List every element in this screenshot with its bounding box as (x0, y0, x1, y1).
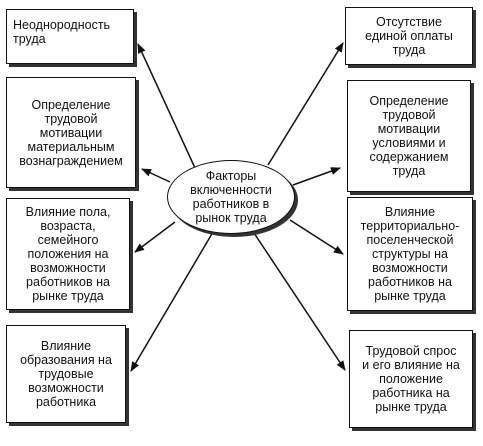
factor-label: Влияние образования на трудовые возможно… (20, 339, 112, 409)
factor-box-heterogeneity: Неоднородность труда (6, 9, 134, 64)
factor-box-conditions-motivation: Определение трудовой мотивации условиями… (347, 80, 471, 192)
arrow-to-right-box-2 (292, 167, 341, 186)
factor-box-education: Влияние образования на трудовые возможно… (6, 325, 126, 423)
central-topic-label: Факторы включенности работников в рынок … (190, 169, 272, 225)
factor-box-gender-age-family: Влияние пола, возраста, семейного положе… (6, 198, 130, 310)
factor-label: Трудовой спрос и его влияние на положени… (362, 344, 460, 414)
factor-label: Определение трудовой мотивации материаль… (19, 97, 123, 168)
factor-box-material-motivation: Определение трудовой мотивации материаль… (6, 77, 136, 188)
arrow-to-left-box-2 (141, 168, 171, 183)
factor-box-labor-demand: Трудовой спрос и его влияние на положени… (349, 330, 473, 428)
factor-label: Неоднородность труда (13, 18, 111, 46)
factor-label: Влияние территориально- поселенческой ст… (360, 205, 460, 303)
arrow-to-right-box-1 (267, 42, 344, 166)
arrow-to-right-box-3 (289, 219, 344, 255)
arrow-to-left-box-4 (130, 231, 214, 372)
factor-label: Отсутствие единой оплаты труда (365, 15, 453, 57)
factor-box-territorial-structure: Влияние территориально- поселенческой ст… (347, 197, 473, 311)
arrow-to-right-box-4 (253, 232, 346, 371)
arrow-to-left-box-1 (137, 43, 196, 169)
arrow-to-left-box-3 (134, 221, 176, 253)
central-topic-ellipse: Факторы включенности работников в рынок … (167, 160, 295, 234)
factor-label: Определение трудовой мотивации условиями… (369, 94, 449, 178)
factor-label: Влияние пола, возраста, семейного положе… (25, 205, 111, 303)
factor-box-no-unified-pay: Отсутствие единой оплаты труда (345, 7, 473, 65)
